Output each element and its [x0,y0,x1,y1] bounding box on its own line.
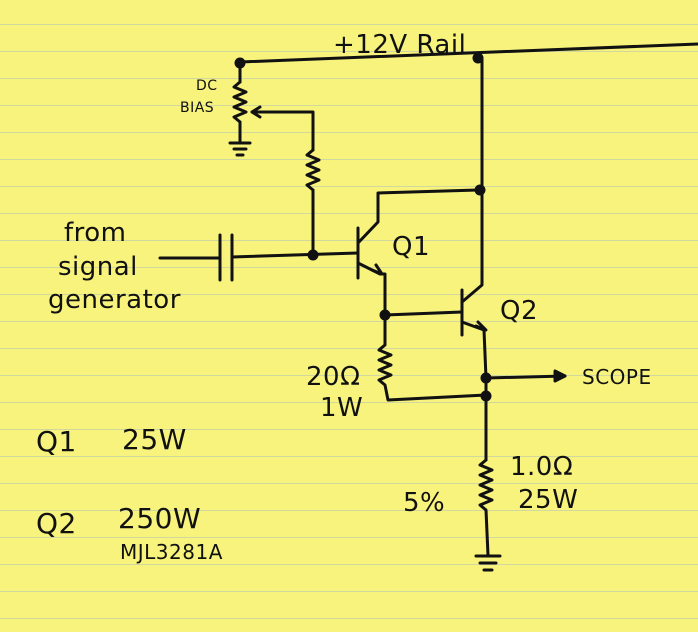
dc-label: DC [196,78,218,94]
source-label-line1: from [64,218,127,248]
ruled-line [0,429,698,430]
ruled-line [0,240,698,241]
ruled-line [0,159,698,160]
ruled-line [0,348,698,349]
ruled-line [0,186,698,187]
ground-symbol-bias [228,141,252,157]
note-q2-name: Q2 [36,507,77,540]
bias-pot-resistor [232,80,248,124]
ruled-line [0,402,698,403]
ruled-line [0,375,698,376]
resistor-20ohm [377,313,488,402]
bias-wiper-arrow [250,105,264,119]
r1-label: 1.0Ω [510,452,574,482]
q2-label: Q2 [500,296,539,326]
ruled-line [0,591,698,592]
rail-label: +12V Rail [333,30,467,60]
ruled-line [0,213,698,214]
note-q1-name: Q1 [36,425,77,458]
q1-emitter-arrow [370,263,384,276]
bias-wiper-wire [260,110,315,152]
rail-line [238,42,698,64]
ruled-line [0,78,698,79]
ruled-line [0,564,698,565]
scope-label: SCOPE [582,365,652,389]
source-label-line3: generator [48,285,181,315]
q1-collector [356,188,480,245]
tolerance-label: 5% [403,488,446,518]
bias-label: BIAS [180,100,215,116]
ruled-line [0,105,698,106]
cap-to-base-wire [230,251,360,259]
q1-label: Q1 [392,232,431,262]
q2-emitter [460,320,488,380]
ruled-line [0,618,698,619]
q2-collector [460,56,484,304]
note-q2-part: MJL3281A [120,540,223,564]
q2-emitter-arrow [474,320,488,332]
ground-symbol-load [474,554,502,572]
q1-collector-node [474,184,486,196]
resistor-1ohm [478,458,494,557]
scope-arrow [553,369,567,383]
source-label-line2: signal [58,252,138,282]
scope-wire [484,374,567,380]
input-capacitor [218,233,234,282]
r1-watt-label: 25W [518,485,579,515]
ruled-line [0,132,698,133]
note-q2-value: 250W [118,502,202,535]
ruled-line [0,321,698,322]
r20-label: 20Ω [306,362,361,392]
ruled-line [0,294,698,295]
ruled-line [0,51,698,52]
ruled-line [0,483,698,484]
ruled-line [0,456,698,457]
ruled-line [0,267,698,268]
note-q1-value: 25W [122,423,187,456]
ruled-line [0,537,698,538]
ruled-line [0,24,698,25]
q1-q2-link [383,310,464,317]
bias-resistor [305,148,321,192]
ruled-line [0,510,698,511]
r20-watt-label: 1W [320,393,364,423]
